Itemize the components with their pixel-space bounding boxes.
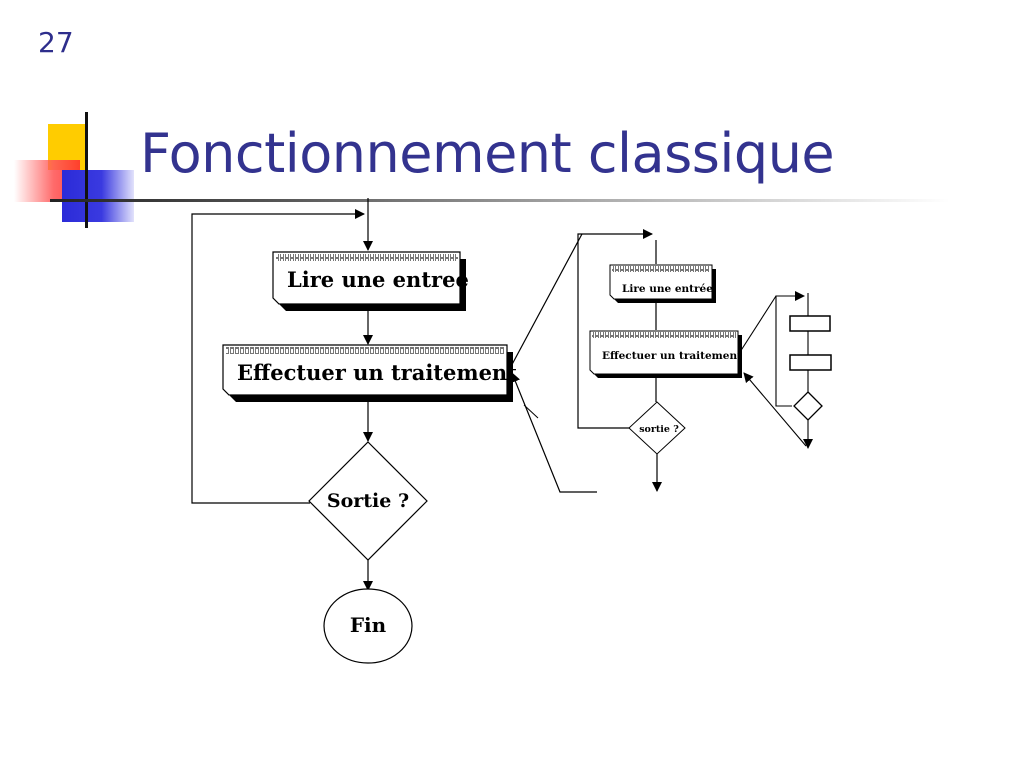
title-underline	[50, 199, 950, 202]
tiny-read-box	[789, 315, 831, 332]
main-process-box: Effectuer un traitement	[222, 344, 517, 402]
tiny-loop-line	[775, 291, 805, 407]
tiny-process-box	[789, 354, 832, 371]
main-flow: Lire une entree Effectuer un traitement …	[191, 198, 517, 664]
main-loop-line	[191, 209, 365, 504]
main-end-label: Fin	[350, 613, 387, 637]
tiny-flow	[775, 291, 832, 449]
zoom2-line-bottom	[743, 372, 807, 447]
mid-flow: Lire une entrée Effectuer un traitement …	[577, 229, 742, 492]
decor-blue-square	[62, 170, 134, 222]
mid-read-box: Lire une entrée	[609, 264, 716, 303]
mid-loop-line	[577, 229, 653, 429]
main-end-terminal: Fin	[323, 588, 413, 664]
slide-number: 27	[38, 26, 74, 59]
decor-vertical-line	[85, 112, 88, 228]
mid-process-box: Effectuer un traitement	[589, 330, 742, 378]
slide-title: Fonctionnement classique	[140, 122, 835, 185]
tiny-decision-diamond	[793, 391, 823, 421]
mid-decision-label: sortie ?	[639, 424, 679, 435]
main-read-box: Lire une entree	[272, 251, 469, 311]
zoom-line-top	[507, 233, 583, 373]
mid-decision-diamond: sortie ?	[628, 401, 686, 455]
mid-process-label: Effectuer un traitement	[602, 350, 742, 362]
zoom2-line-top	[739, 295, 777, 353]
main-read-label: Lire une entree	[287, 267, 469, 292]
main-process-label: Effectuer un traitement	[237, 360, 517, 385]
zoom-line-bottom	[510, 372, 597, 493]
mid-read-label: Lire une entrée	[622, 283, 713, 295]
main-decision-label: Sortie ?	[327, 490, 409, 512]
main-decision-diamond: Sortie ?	[308, 441, 428, 561]
zoom-tick	[523, 404, 539, 419]
